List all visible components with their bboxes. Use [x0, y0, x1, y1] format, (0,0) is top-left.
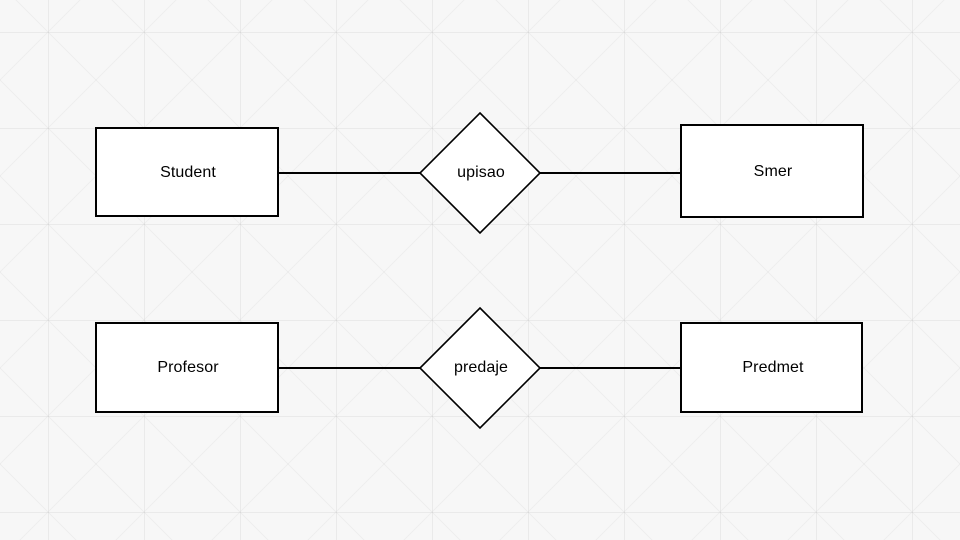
entity-label-predmet: Predmet [742, 359, 804, 376]
relationship-label-upisao: upisao [457, 164, 505, 181]
relationship-diamond-predaje[interactable] [418, 306, 542, 430]
entity-label-profesor: Profesor [157, 359, 219, 376]
entity-box-student[interactable] [95, 127, 279, 217]
relationship-diamond-upisao[interactable] [418, 111, 542, 235]
relationship-label-predaje: predaje [453, 359, 509, 376]
entity-box-profesor[interactable] [95, 322, 279, 413]
entity-label-student: Student [160, 164, 216, 181]
entity-box-predmet[interactable] [680, 322, 863, 413]
entity-box-smer[interactable] [680, 124, 864, 218]
entity-label-smer: Smer [753, 163, 793, 180]
